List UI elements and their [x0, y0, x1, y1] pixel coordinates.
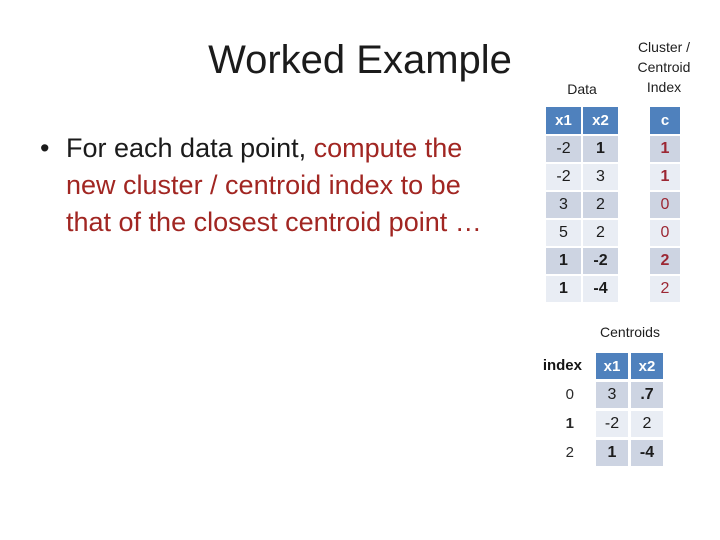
table-cell: -4: [583, 276, 618, 302]
column-header: c: [650, 107, 680, 134]
table-cell: 3: [583, 164, 618, 190]
bullet-text-line: that of the closest centroid point …: [66, 204, 482, 241]
table-cell: 3: [596, 382, 628, 408]
cluster-index-label-line: Index: [646, 79, 682, 95]
column-header: x1: [596, 353, 628, 379]
index-value: 0: [565, 386, 574, 403]
table-cell: 1: [650, 164, 680, 190]
table-cell: 2: [583, 192, 618, 218]
cluster-index-label-line: Cluster /: [637, 39, 691, 55]
bullet-text-line: new cluster / centroid index to be: [66, 167, 482, 204]
table-cell: 1: [596, 440, 628, 466]
column-header: x1: [546, 107, 581, 134]
bullet-text-segment: For each data point,: [66, 133, 314, 163]
table-cell: -2: [596, 411, 628, 437]
table-cell: 3: [546, 192, 581, 218]
slide-title: Worked Example: [208, 38, 512, 82]
index-value: 1: [565, 415, 574, 432]
bullet-text-segment: that of the closest centroid point …: [66, 207, 482, 237]
table-cell: 2: [583, 220, 618, 246]
cluster-index-label-line: Centroid: [637, 59, 691, 75]
data-table-label: Data: [567, 81, 597, 97]
table-cell: 1: [546, 276, 581, 302]
bullet-text-segment: new cluster / centroid index to be: [66, 170, 461, 200]
centroids-table-label: Centroids: [600, 324, 660, 340]
table-cell: 5: [546, 220, 581, 246]
table-cell: -2: [546, 136, 581, 162]
bullet-text-segment: compute the: [313, 133, 463, 163]
table-cell: 1: [650, 136, 680, 162]
bullet-text-line: For each data point, compute the: [66, 130, 482, 167]
table-cell: 1: [546, 248, 581, 274]
centroid-index-column: index 0 1 2: [508, 353, 582, 466]
table-cell: 0: [650, 192, 680, 218]
table-cell: 2: [650, 248, 680, 274]
bullet-marker: •: [40, 133, 50, 163]
table-cell: -2: [546, 164, 581, 190]
column-header: x2: [583, 107, 618, 134]
table-cell: 1: [583, 136, 618, 162]
table-cell: .7: [631, 382, 663, 408]
column-header: x2: [631, 353, 663, 379]
table-cell: -4: [631, 440, 663, 466]
index-column-header: index: [542, 357, 582, 374]
table-cell: -2: [583, 248, 618, 274]
table-cell: 2: [650, 276, 680, 302]
index-value: 2: [565, 444, 574, 461]
table-cell: 2: [631, 411, 663, 437]
table-cell: 0: [650, 220, 680, 246]
